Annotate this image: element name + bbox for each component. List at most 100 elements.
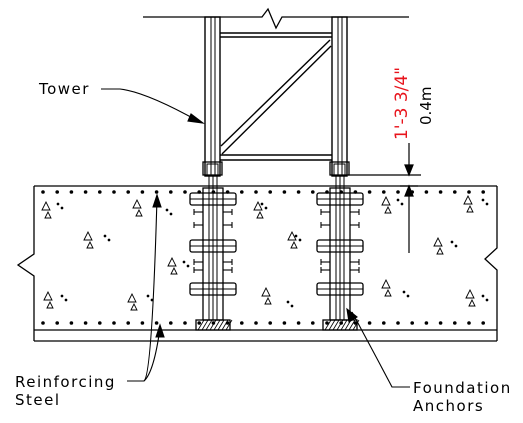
tower-label: Tower — [38, 80, 90, 98]
tower-right-leg — [331, 16, 348, 177]
rebar-dot — [367, 321, 372, 325]
rebar-dot — [69, 321, 74, 325]
rebar-dot — [438, 321, 443, 325]
dimension-arrow-down — [404, 164, 414, 177]
dimension-arrow-up — [404, 184, 414, 197]
dimension-metric-text: 0.4m — [417, 87, 435, 125]
rebar-dot — [296, 190, 301, 194]
aggregate-dot — [165, 208, 169, 212]
reinforcing-steel-leaders — [127, 193, 165, 382]
tower-left-leg — [204, 16, 221, 177]
rebar-dot — [438, 190, 443, 194]
aggregate-dot — [60, 206, 64, 210]
rebar-dot — [126, 321, 130, 325]
tower — [202, 16, 350, 177]
aggregate-dot — [146, 294, 150, 298]
rebar-dot — [467, 321, 471, 325]
rebar-dot — [396, 321, 400, 325]
aggregate-mark — [132, 198, 142, 209]
rebar-dot — [481, 321, 486, 325]
aggregate-mark — [46, 300, 54, 309]
rebar-dot — [424, 321, 429, 325]
rebar-dot — [296, 321, 301, 325]
aggregate-mark — [127, 292, 137, 303]
rebar-dot — [98, 190, 102, 194]
rebar-dot — [268, 190, 273, 194]
tower-diagonal-brace — [220, 39, 331, 147]
rebar-dot — [424, 190, 429, 194]
rebar-dot — [367, 190, 372, 194]
aggregate-mark — [436, 246, 444, 255]
aggregate-mark — [41, 200, 51, 211]
aggregate-mark — [384, 205, 392, 214]
aggregate-dot — [186, 264, 190, 268]
aggregate-dot — [107, 238, 111, 242]
rebar-dot — [83, 321, 88, 325]
aggregate-mark — [264, 296, 272, 305]
aggregate-dot — [400, 202, 404, 206]
anchor-base-plate — [195, 319, 231, 331]
aggregate-dot — [485, 298, 489, 302]
rebar-dot — [55, 321, 59, 325]
rebar-dot — [382, 321, 386, 325]
aggregate-dot — [260, 202, 264, 206]
dimension-imperial-text: 1'-3 3/4" — [392, 67, 412, 140]
aggregate-mark — [167, 256, 177, 267]
rebar-dot — [325, 321, 329, 325]
aggregate-mark — [83, 230, 93, 241]
aggregate-mark — [86, 240, 94, 249]
reinforcing-steel-label-line1: Reinforcing — [15, 373, 116, 391]
slab-left-break — [16, 186, 35, 341]
rebar-dot — [467, 190, 471, 194]
aggregate-mark — [287, 230, 297, 241]
rebar-dot — [453, 321, 457, 325]
rebar-dot — [282, 321, 287, 325]
rebar-dot — [268, 321, 273, 325]
rebar-dot — [69, 190, 74, 194]
aggregate-mark — [381, 195, 391, 206]
ground-break-line — [143, 7, 409, 30]
rebar-dot — [140, 190, 145, 194]
rebar-dot — [396, 190, 400, 194]
aggregate-dot — [103, 234, 107, 238]
reinforcing-steel-label-line2: Steel — [15, 391, 61, 409]
aggregate-mark — [465, 288, 475, 299]
aggregate-dot — [454, 244, 458, 248]
rebar-dot — [254, 321, 258, 325]
aggregate-dot — [56, 202, 60, 206]
rebar-dot — [140, 321, 145, 325]
aggregate-mark — [170, 266, 178, 275]
aggregate-mark — [433, 236, 443, 247]
rebar-dot — [112, 321, 116, 325]
dimension-callout — [348, 143, 421, 253]
anchor-base-plate — [322, 319, 358, 331]
aggregate-mark — [135, 208, 143, 217]
aggregate-dot — [290, 304, 294, 308]
aggregate-dot — [485, 202, 489, 206]
top-reinforcing-row — [41, 190, 486, 194]
aggregate-dot — [481, 198, 485, 202]
aggregate-dot — [64, 298, 68, 302]
rebar-dot — [183, 321, 187, 325]
aggregate-dot — [264, 206, 268, 210]
aggregate-mark — [466, 204, 474, 213]
foundation-anchors — [189, 176, 364, 331]
rebar-dot — [154, 190, 159, 194]
rebar-dot — [453, 190, 457, 194]
rebar-dot — [282, 190, 287, 194]
concrete-aggregate-marks — [41, 194, 489, 311]
tower-leader — [101, 88, 206, 124]
rebar-dot — [240, 321, 244, 325]
aggregate-mark — [290, 240, 298, 249]
aggregate-mark — [463, 194, 473, 205]
rebar-dot — [112, 190, 116, 194]
foundation-anchors-label-line1: Foundation — [413, 379, 512, 397]
aggregate-mark — [256, 210, 264, 219]
rebar-dot — [410, 321, 415, 325]
aggregate-dot — [60, 294, 64, 298]
aggregate-dot — [450, 240, 454, 244]
aggregate-dot — [406, 294, 410, 298]
aggregate-mark — [261, 286, 271, 297]
rebar-dot — [41, 190, 45, 194]
